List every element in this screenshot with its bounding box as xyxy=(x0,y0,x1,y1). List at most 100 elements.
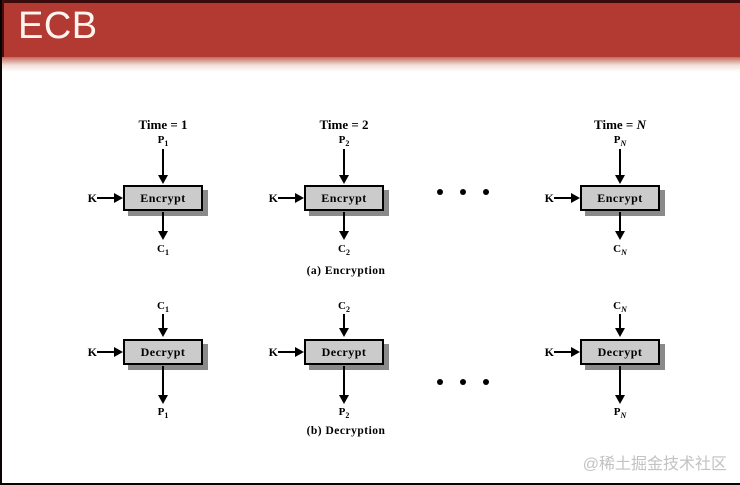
header-gradient xyxy=(0,57,740,72)
key-text: K xyxy=(87,191,97,205)
label-base: C xyxy=(157,300,165,312)
label-sub: N xyxy=(621,248,627,257)
key-text: K xyxy=(544,191,554,205)
decrypt-box: Decrypt xyxy=(123,339,203,365)
output-label: CN xyxy=(540,243,700,257)
label-base: P xyxy=(157,406,165,418)
key-label: K xyxy=(264,191,278,206)
key-text: K xyxy=(544,345,554,359)
encrypt-box: Encrypt xyxy=(123,185,203,211)
key-text: K xyxy=(268,345,278,359)
dot xyxy=(483,189,489,195)
key-label: K xyxy=(83,345,97,360)
label-sub: 1 xyxy=(164,411,169,420)
input-label: PN xyxy=(540,134,700,148)
input-label: P1 xyxy=(83,134,243,148)
decrypt-box: Decrypt xyxy=(304,339,384,365)
dot xyxy=(437,379,443,385)
key-label: K xyxy=(540,191,554,206)
label-sub: 2 xyxy=(345,411,350,420)
arrow-down-icon xyxy=(615,366,625,404)
label-sub: 1 xyxy=(164,248,169,257)
decryption-unit-1: C1 K Decrypt P1 xyxy=(83,298,243,448)
time-prefix: Time = xyxy=(594,117,637,132)
key-label: K xyxy=(264,345,278,360)
arrow-down-icon xyxy=(339,212,349,240)
label-base: P xyxy=(613,406,621,418)
key-label: K xyxy=(540,345,554,360)
arrow-down-icon xyxy=(158,314,168,337)
label-base: C xyxy=(613,243,622,255)
op-label: Decrypt xyxy=(140,344,186,359)
time-label: Time = N xyxy=(540,117,700,133)
header-top-stripe xyxy=(0,0,740,3)
encryption-unit-n: Time = N PN K Encrypt CN xyxy=(540,115,700,265)
label-base: C xyxy=(613,300,622,312)
watermark: @稀土掘金技术社区 xyxy=(582,456,727,473)
key-label: K xyxy=(83,191,97,206)
label-base: P xyxy=(157,134,165,146)
left-border xyxy=(0,0,2,485)
encrypt-box: Encrypt xyxy=(304,185,384,211)
label-sub: 2 xyxy=(345,305,350,314)
arrow-down-icon xyxy=(158,149,168,184)
label-base: C xyxy=(338,300,346,312)
label-sub: 1 xyxy=(164,305,169,314)
arrow-right-icon xyxy=(97,193,123,203)
arrow-down-icon xyxy=(615,314,625,337)
label-sub: N xyxy=(620,411,627,420)
arrow-down-icon xyxy=(339,149,349,184)
encryption-unit-2: Time = 2 P2 K Encrypt C2 xyxy=(264,115,424,265)
time-value: 1 xyxy=(181,117,188,132)
header-left-edge xyxy=(0,0,4,57)
decryption-unit-n: CN K Decrypt PN xyxy=(540,298,700,448)
arrow-down-icon xyxy=(615,212,625,240)
op-label: Encrypt xyxy=(140,190,186,205)
label-sub: N xyxy=(620,139,627,148)
label-base: C xyxy=(338,243,346,255)
encryption-caption: (a) Encryption xyxy=(306,265,386,277)
output-label: C2 xyxy=(264,243,424,257)
decrypt-box: Decrypt xyxy=(580,339,660,365)
key-text: K xyxy=(268,191,278,205)
ellipsis-dots xyxy=(437,188,489,196)
decryption-unit-2: C2 K Decrypt P2 xyxy=(264,298,424,448)
label-base: P xyxy=(613,134,621,146)
key-text: K xyxy=(87,345,97,359)
arrow-right-icon xyxy=(278,193,304,203)
arrow-right-icon xyxy=(554,193,580,203)
ellipsis-dots xyxy=(437,378,489,386)
arrow-down-icon xyxy=(339,366,349,404)
arrow-right-icon xyxy=(554,347,580,357)
dot xyxy=(437,189,443,195)
time-prefix: Time = xyxy=(138,117,182,132)
label-sub: 2 xyxy=(345,139,350,148)
arrow-down-icon xyxy=(339,314,349,337)
label-sub: N xyxy=(621,305,627,314)
op-label: Encrypt xyxy=(321,190,367,205)
label-base: P xyxy=(338,134,346,146)
encrypt-box: Encrypt xyxy=(580,185,660,211)
input-label: CN xyxy=(540,300,700,314)
bottom-border xyxy=(0,483,740,485)
op-label: Decrypt xyxy=(321,344,367,359)
label-sub: 1 xyxy=(164,139,169,148)
label-base: P xyxy=(338,406,346,418)
arrow-down-icon xyxy=(615,149,625,184)
arrow-right-icon xyxy=(97,347,123,357)
time-label: Time = 1 xyxy=(83,117,243,133)
arrow-down-icon xyxy=(158,366,168,404)
time-label: Time = 2 xyxy=(264,117,424,133)
output-label: P1 xyxy=(83,406,243,420)
dot xyxy=(483,379,489,385)
label-base: C xyxy=(157,243,165,255)
decryption-caption: (b) Decryption xyxy=(306,425,386,437)
dot xyxy=(460,379,466,385)
arrow-right-icon xyxy=(278,347,304,357)
arrow-down-icon xyxy=(158,212,168,240)
op-label: Decrypt xyxy=(597,344,643,359)
output-label: PN xyxy=(540,406,700,420)
page-title: ECB xyxy=(18,5,98,47)
encryption-unit-1: Time = 1 P1 K Encrypt C1 xyxy=(83,115,243,265)
